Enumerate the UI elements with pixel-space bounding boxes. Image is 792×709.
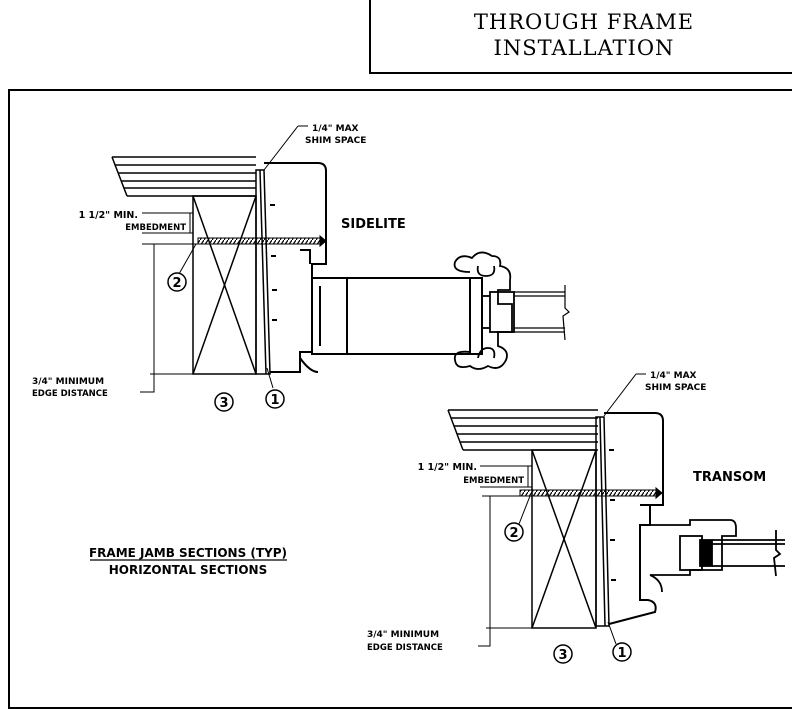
- transom-section-label: TRANSOM: [693, 470, 766, 485]
- glass-lites: [514, 285, 570, 341]
- transom-edge-label-2: EDGE DISTANCE: [367, 643, 443, 653]
- sidelite-embed-label-2: EMBEDMENT: [125, 223, 186, 233]
- sidelite-embed-label-1: 1 1/2" MIN.: [79, 210, 138, 221]
- sidelite-edge-label-1: 3/4" MINIMUM: [32, 377, 104, 387]
- caption-line-2: HORIZONTAL SECTIONS: [109, 563, 267, 577]
- transom-callout-2-text: 2: [509, 526, 518, 541]
- sidelite-edge-label-2: EDGE DISTANCE: [32, 389, 108, 399]
- transom-edge-label-1: 3/4" MINIMUM: [367, 630, 439, 640]
- sidelite-callout-1: 1: [265, 389, 285, 409]
- sidelite-callout-2: 2: [167, 272, 187, 292]
- shim: [255, 169, 271, 375]
- frame-jamb: [604, 412, 664, 625]
- dimension-lines: [140, 125, 308, 393]
- sidelite-callout-2-text: 2: [172, 276, 181, 291]
- title-line-2: INSTALLATION: [493, 36, 675, 60]
- callout-leaders: [518, 495, 617, 645]
- transom-shim-label-1: 1/4" MAX: [650, 371, 697, 381]
- title-line-1: THROUGH FRAME: [473, 10, 695, 34]
- sidelite-shim-label-2: SHIM SPACE: [305, 136, 366, 146]
- wood-buck: [192, 195, 257, 375]
- frame-jamb: [264, 162, 327, 373]
- transom-callout-1: 1: [612, 642, 632, 662]
- anchor-screw: [519, 486, 663, 500]
- sidelite-detail: [111, 125, 570, 393]
- transom-callout-2: 2: [504, 522, 524, 542]
- title-block: THROUGH FRAME INSTALLATION: [369, 0, 792, 74]
- transom-callout-3: 3: [553, 644, 573, 664]
- sidelite-section-label: SIDELITE: [341, 217, 406, 232]
- sidelite-shim-label-1: 1/4" MAX: [312, 124, 359, 134]
- transom-callout-1-text: 1: [617, 646, 626, 661]
- sidelite-panel: [299, 277, 483, 373]
- wall-finish-lines: [447, 409, 598, 451]
- transom-detail: [447, 373, 785, 647]
- callout-leaders: [178, 243, 274, 389]
- sidelite-callout-1-text: 1: [270, 393, 279, 408]
- wood-buck: [531, 449, 597, 629]
- dimension-lines: [478, 373, 646, 647]
- transom-glazing: [649, 519, 785, 593]
- glazing-stop: [453, 251, 515, 370]
- detail-drawing: 1/4" MAX SHIM SPACE 1 1/2" MIN. EMBEDMEN…: [32, 124, 785, 664]
- sidelite-callout-3: 3: [214, 392, 234, 412]
- transom-embed-label-2: EMBEDMENT: [463, 476, 524, 486]
- anchor-screw: [197, 234, 327, 248]
- transom-embed-label-1: 1 1/2" MIN.: [418, 462, 477, 473]
- transom-shim-label-2: SHIM SPACE: [645, 383, 706, 393]
- caption-line-1: FRAME JAMB SECTIONS (TYP): [89, 546, 287, 560]
- transom-callout-3-text: 3: [558, 648, 567, 663]
- sidelite-callout-3-text: 3: [219, 396, 228, 411]
- wall-finish-lines: [111, 156, 256, 197]
- shim: [595, 416, 610, 627]
